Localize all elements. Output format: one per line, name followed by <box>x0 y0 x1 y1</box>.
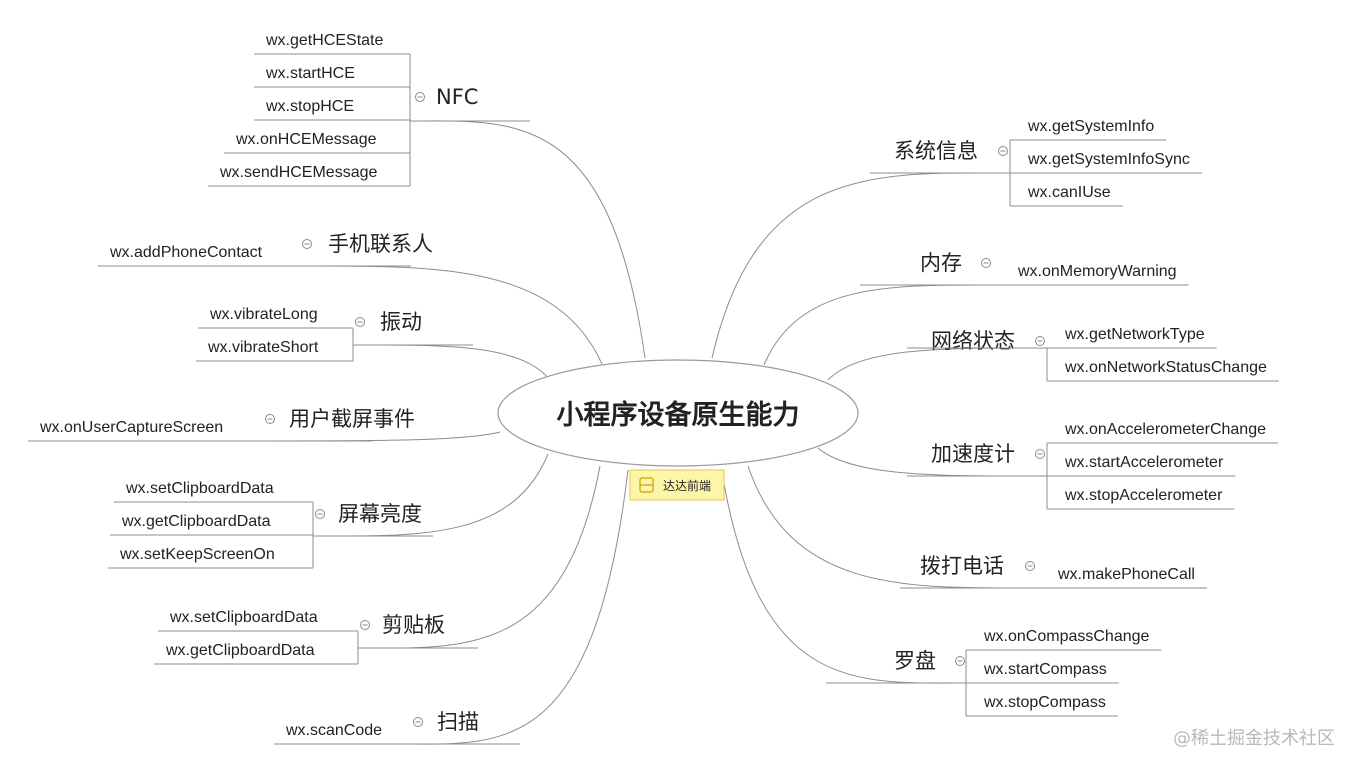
connector-contact <box>290 265 603 365</box>
branch-vibrate: 振动 wx.vibrateLong wx.vibrateShort <box>196 306 473 362</box>
leaf-network-0[interactable]: wx.getNetworkType <box>1064 326 1205 343</box>
leaf-call-0[interactable]: wx.makePhoneCall <box>1057 566 1195 583</box>
leaf-vibrate-1[interactable]: wx.vibrateShort <box>207 339 319 356</box>
leaf-compass-1[interactable]: wx.startCompass <box>983 661 1107 678</box>
root-ellipse <box>497 359 859 467</box>
branches: NFC wx.getHCEState wx.startHCE wx.stopHCE wx… <box>28 32 1279 745</box>
leaf-accel-1[interactable]: wx.startAccelerometer <box>1064 454 1224 471</box>
root-label: 小程序设备原生能力 <box>557 399 800 431</box>
leaf-compass-2[interactable]: wx.stopCompass <box>983 694 1106 711</box>
root-node[interactable]: 小程序设备原生能力 <box>497 359 859 467</box>
branch-label-call[interactable]: 拨打电话 <box>920 554 1004 578</box>
branch-clipboard: 剪贴板 wx.setClipboardData wx.getClipboardDat… <box>154 609 478 665</box>
branch-label-compass[interactable]: 罗盘 <box>894 649 936 673</box>
branch-label-capture[interactable]: 用户截屏事件 <box>289 407 415 431</box>
connector-scan <box>399 469 629 745</box>
branch-call: 拨打电话 wx.makePhoneCall <box>900 554 1207 589</box>
collapse-toggle-icon[interactable] <box>998 146 1008 156</box>
leaf-brightness-2[interactable]: wx.setKeepScreenOn <box>119 546 275 563</box>
collapse-toggle-icon[interactable] <box>981 258 991 268</box>
branch-sysinfo: 系统信息 wx.getSystemInfo wx.getSystemInfoSync… <box>870 118 1202 207</box>
branch-label-clipboard[interactable]: 剪贴板 <box>382 613 445 637</box>
branch-scan: 扫描 wx.scanCode <box>274 710 520 745</box>
leaf-clipboard-0[interactable]: wx.setClipboardData <box>169 609 318 626</box>
leaf-network-1[interactable]: wx.onNetworkStatusChange <box>1064 359 1267 376</box>
collapse-toggle-icon[interactable] <box>302 239 312 249</box>
branch-memory: 内存 wx.onMemoryWarning <box>860 251 1189 286</box>
connector-capture <box>251 431 501 442</box>
branch-label-sysinfo[interactable]: 系统信息 <box>894 139 978 163</box>
collapse-toggle-icon[interactable] <box>415 92 425 102</box>
branch-nfc: NFC wx.getHCEState wx.startHCE wx.stopHCE wx… <box>208 32 530 187</box>
watermark: @稀土掘金技术社区 <box>1173 728 1335 749</box>
leaf-contact-0[interactable]: wx.addPhoneContact <box>109 244 263 261</box>
branch-brightness: 屏幕亮度 wx.setClipboardData wx.getClipboardDa… <box>108 480 433 569</box>
leaf-accel-2[interactable]: wx.stopAccelerometer <box>1064 487 1223 504</box>
branch-label-vibrate[interactable]: 振动 <box>380 310 422 334</box>
leaf-sysinfo-0[interactable]: wx.getSystemInfo <box>1027 118 1154 135</box>
collapse-toggle-icon[interactable] <box>1035 336 1045 346</box>
branch-label-accel[interactable]: 加速度计 <box>931 442 1015 466</box>
branch-contact: 手机联系人 wx.addPhoneContact <box>98 232 433 267</box>
branch-label-memory[interactable]: 内存 <box>920 251 962 275</box>
note-label: 达达前端 <box>663 478 711 493</box>
collapse-toggle-icon[interactable] <box>265 414 275 424</box>
collapse-toggle-icon[interactable] <box>315 509 325 519</box>
connector-nfc <box>409 120 646 359</box>
connector-vibrate <box>352 344 551 381</box>
leaf-capture-0[interactable]: wx.onUserCaptureScreen <box>39 419 223 436</box>
branch-label-contact[interactable]: 手机联系人 <box>328 232 433 256</box>
leaf-memory-0[interactable]: wx.onMemoryWarning <box>1017 263 1177 280</box>
collapse-toggle-icon[interactable] <box>1025 561 1035 571</box>
collapse-toggle-icon[interactable] <box>360 620 370 630</box>
leaf-sysinfo-2[interactable]: wx.canIUse <box>1027 184 1111 201</box>
branch-label-network[interactable]: 网络状态 <box>931 329 1015 353</box>
leaf-compass-0[interactable]: wx.onCompassChange <box>983 628 1150 645</box>
branch-network: 网络状态 wx.getNetworkType wx.onNetworkStatusC… <box>907 326 1279 382</box>
leaf-brightness-1[interactable]: wx.getClipboardData <box>121 513 271 530</box>
leaf-nfc-2[interactable]: wx.stopHCE <box>265 98 354 115</box>
leaf-clipboard-1[interactable]: wx.getClipboardData <box>165 642 315 659</box>
leaf-scan-0[interactable]: wx.scanCode <box>285 722 382 739</box>
leaf-nfc-1[interactable]: wx.startHCE <box>265 65 355 82</box>
collapse-toggle-icon[interactable] <box>413 717 423 727</box>
collapse-toggle-icon[interactable] <box>955 656 965 666</box>
note-icon <box>639 477 654 493</box>
branch-capture: 用户截屏事件 wx.onUserCaptureScreen <box>28 407 415 442</box>
branch-label-nfc[interactable]: NFC <box>436 85 478 109</box>
branch-label-scan[interactable]: 扫描 <box>437 710 479 734</box>
branch-label-brightness[interactable]: 屏幕亮度 <box>338 502 422 526</box>
leaf-nfc-0[interactable]: wx.getHCEState <box>265 32 383 49</box>
branch-compass: 罗盘 wx.onCompassChange wx.startCompass wx.st… <box>826 628 1162 717</box>
collapse-toggle-icon[interactable] <box>355 317 365 327</box>
leaf-sysinfo-1[interactable]: wx.getSystemInfoSync <box>1027 151 1190 168</box>
leaf-nfc-4[interactable]: wx.sendHCEMessage <box>219 164 378 181</box>
note-tag[interactable]: 达达前端 <box>629 469 725 501</box>
leaf-brightness-0[interactable]: wx.setClipboardData <box>125 480 274 497</box>
leaf-accel-0[interactable]: wx.onAccelerometerChange <box>1064 421 1266 438</box>
branch-accel: 加速度计 wx.onAccelerometerChange wx.startAcce… <box>907 421 1278 510</box>
leaf-nfc-3[interactable]: wx.onHCEMessage <box>235 131 377 148</box>
collapse-toggle-icon[interactable] <box>1035 449 1045 459</box>
leaf-vibrate-0[interactable]: wx.vibrateLong <box>209 306 318 323</box>
